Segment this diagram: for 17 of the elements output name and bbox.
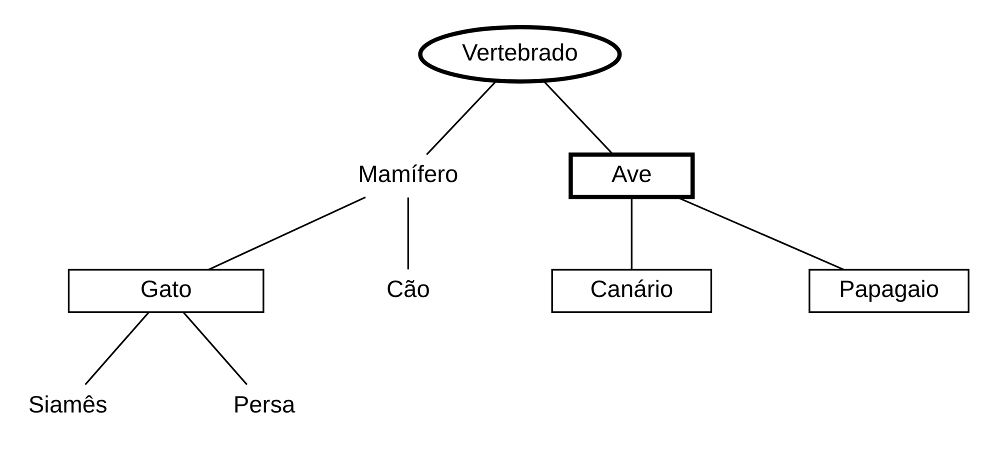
- node-text: Mamífero: [358, 162, 458, 188]
- node-text: Persa: [233, 392, 296, 418]
- node-box: Gato: [68, 268, 264, 313]
- connector: [407, 197, 410, 270]
- connector: [630, 197, 633, 270]
- connector: [543, 80, 614, 156]
- node-box: Papagaio: [808, 268, 970, 313]
- connector: [676, 196, 844, 270]
- connector: [208, 196, 366, 270]
- node-box: Canário: [551, 268, 712, 313]
- node-box: Ave: [568, 152, 695, 200]
- connector: [426, 80, 497, 156]
- connector: [84, 312, 150, 386]
- node-text: Siamês: [28, 392, 108, 418]
- node-text: Cão: [386, 277, 430, 304]
- connector: [183, 312, 248, 386]
- node-ellipse: Vertebrado: [418, 25, 622, 84]
